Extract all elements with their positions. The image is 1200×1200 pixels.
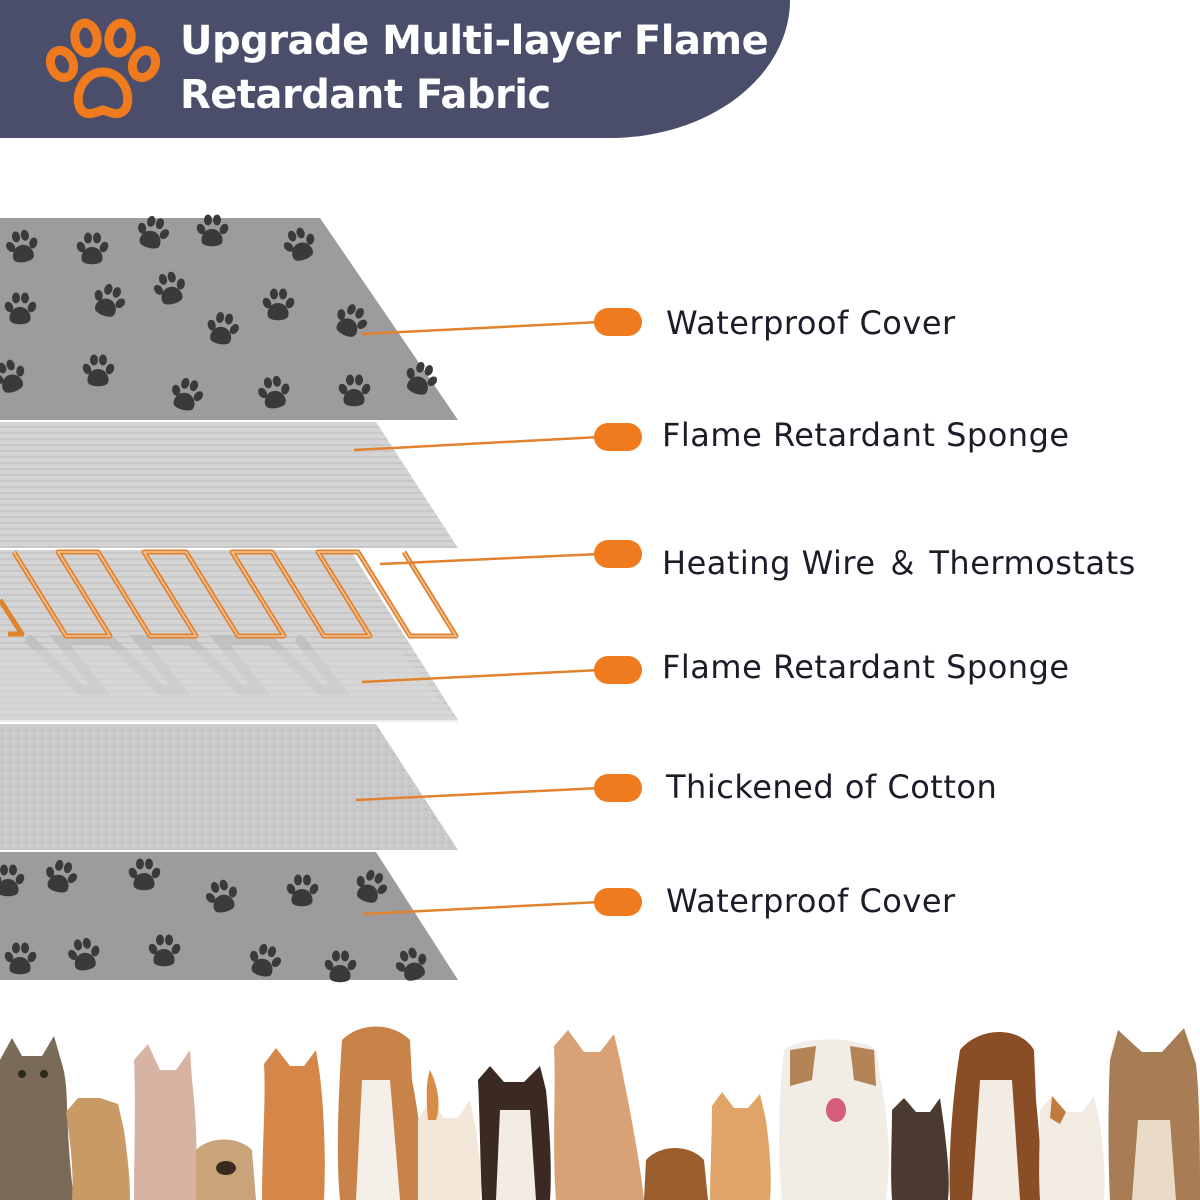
layer-label-1: Waterproof Cover — [666, 304, 956, 342]
layer-callouts — [353, 308, 642, 916]
pet-cat-white-orange — [418, 1070, 481, 1200]
pet-dog-chihuahua — [478, 1066, 551, 1200]
layer-flame-retardant-sponge-2 — [0, 650, 458, 722]
layer-flame-retardant-sponge-1 — [0, 422, 458, 548]
pet-cat-ginger — [262, 1048, 325, 1200]
layer-label-6: Waterproof Cover — [666, 882, 956, 920]
layer-thickened-cotton — [0, 724, 458, 850]
callout-dot-4 — [594, 656, 642, 684]
pet-cat-small-ginger — [710, 1092, 771, 1200]
pet-dog-french-bulldog — [1108, 1028, 1200, 1200]
callout-dot-6 — [594, 888, 642, 916]
pet-dog-basset-hound — [949, 1032, 1041, 1200]
layer-label-3: Heating Wire ＆ Thermostats — [662, 544, 1136, 582]
pet-dog-bulldog — [779, 1039, 889, 1200]
pet-dog-beagle — [337, 1026, 422, 1200]
header-banner: Upgrade Multi-layer Flame Retardant Fabr… — [0, 0, 790, 138]
pets-lineup-image — [0, 1026, 1200, 1200]
layer-diagram — [0, 212, 642, 986]
callout-dot-2 — [594, 423, 642, 451]
callout-dot-5 — [594, 774, 642, 802]
layer-label-4: Flame Retardant Sponge — [662, 648, 1070, 686]
banner-title-line-1: Upgrade Multi-layer Flame — [180, 18, 769, 64]
banner-title: Upgrade Multi-layer Flame Retardant Fabr… — [180, 14, 769, 122]
banner-title-line-2: Retardant Fabric — [180, 72, 551, 118]
layer-waterproof-cover-bottom — [0, 852, 458, 986]
pet-cat-tortoiseshell — [891, 1098, 949, 1200]
layer-waterproof-cover-top — [0, 212, 458, 420]
pet-cat-tabby — [554, 1030, 644, 1200]
pet-dog-spaniel — [644, 1148, 708, 1200]
layer-label-5: Thickened of Cotton — [666, 768, 998, 806]
paw-print-icon — [45, 18, 161, 119]
layer-label-2: Flame Retardant Sponge — [662, 416, 1070, 454]
pet-cat-calico — [1039, 1096, 1105, 1200]
callout-dot-1 — [594, 308, 642, 336]
pet-cat-sphynx — [134, 1044, 197, 1200]
pet-cat-1 — [0, 1036, 74, 1200]
callout-dot-3 — [594, 540, 642, 568]
pet-dog-pug — [196, 1139, 256, 1200]
pet-dog-1 — [66, 1098, 130, 1200]
